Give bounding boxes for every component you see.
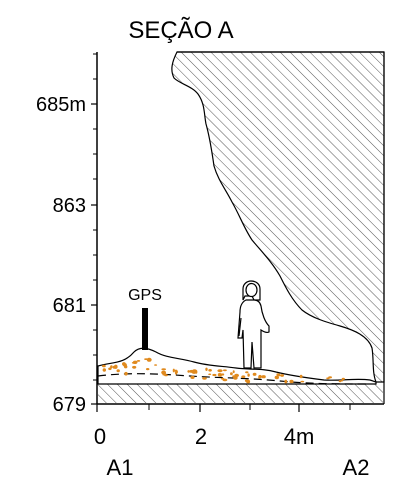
y-axis-ticks (91, 53, 97, 405)
sediment-dot (299, 374, 303, 379)
sediment-dot (124, 365, 128, 369)
x-tick-label-2: 2 (195, 424, 207, 449)
sediment-dot (289, 379, 294, 384)
sediment-dot (276, 374, 281, 377)
sediment-dot (174, 369, 178, 372)
sediment-dot (258, 375, 261, 379)
person-silhouette-icon (237, 280, 270, 369)
sediment-dot (252, 372, 257, 376)
sediment-dot (217, 369, 223, 373)
sediment-dot (208, 373, 212, 376)
sediment-dot (132, 360, 138, 364)
sediment-dot (230, 372, 233, 376)
endpoint-a1-label: A1 (107, 455, 134, 480)
sediment-dot (192, 369, 197, 372)
sediment-dot (241, 375, 246, 379)
sediment-dot (110, 365, 113, 369)
sediment-dot (284, 379, 288, 384)
sediment-dot (114, 364, 118, 369)
gps-marker-icon (142, 308, 148, 350)
y-tick-label-679: 679 (53, 394, 86, 416)
sediment-dot (205, 367, 208, 371)
sediment-dot (338, 380, 342, 383)
sediment-dot (300, 380, 305, 383)
sediment-dot (246, 379, 251, 384)
sediment-dot (247, 373, 250, 377)
y-tick-label-685m: 685m (36, 94, 86, 116)
sediment-dot (234, 373, 240, 378)
sediment-dot (260, 375, 265, 378)
rock-wall (171, 51, 385, 383)
endpoint-a2-label: A2 (343, 455, 370, 480)
sediment-dot (245, 371, 249, 374)
sediment-dot (341, 379, 344, 382)
sediment-dot (136, 360, 141, 362)
sediment-dot (221, 373, 225, 376)
sediment-dot (144, 358, 149, 360)
sediment-dot (328, 376, 332, 379)
sediment-dot (161, 368, 166, 371)
diagram-title: SEÇÃO A (128, 17, 233, 44)
sediment-dot (208, 369, 212, 372)
sediment-dot (190, 375, 195, 379)
y-tick-label-681: 681 (53, 295, 86, 317)
sediment-dot (217, 373, 222, 377)
sediment-dot (222, 369, 227, 372)
sediment-dot (232, 370, 235, 374)
sediment-dot (212, 373, 217, 377)
sediment-dot (102, 368, 107, 372)
sediment-dot (187, 370, 190, 373)
sediment-dot (174, 371, 178, 375)
sediment-dot (161, 370, 167, 375)
gps-label: GPS (128, 287, 162, 304)
sediment-dot (146, 357, 152, 362)
y-tick-label-863: 863 (53, 195, 86, 217)
sediment-dot (274, 375, 279, 380)
sediment-dot (220, 377, 225, 380)
sediment-dot (202, 377, 207, 380)
bedrock-strip (98, 384, 383, 403)
sediment-dot (132, 365, 137, 369)
x-tick-label-0: 0 (94, 424, 106, 449)
sediment-dot (172, 368, 175, 373)
sediment-dot (102, 364, 106, 368)
sediment-dot (154, 364, 158, 366)
sediment-dot (146, 368, 150, 371)
sediment-dot (280, 374, 284, 377)
x-tick-label-4m: 4m (284, 424, 315, 449)
sediment-dot (189, 369, 194, 373)
sediment-dot (116, 369, 120, 373)
x-axis-ticks (96, 404, 351, 412)
sediment-dots (102, 357, 345, 384)
sediment-dot (341, 377, 345, 380)
sediment-dot (124, 371, 128, 376)
